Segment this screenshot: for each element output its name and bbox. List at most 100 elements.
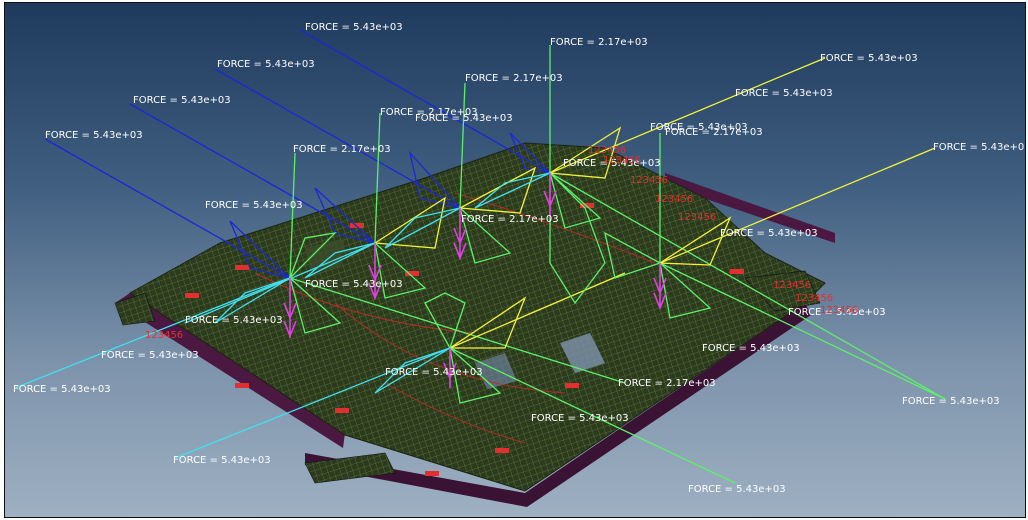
force-label: FORCE = 5.43e+03 [173, 455, 271, 466]
node-labels: 123456 123456 123456 123456 123456 12345… [145, 145, 858, 341]
node-marker [730, 269, 744, 274]
force-label: FORCE = 2.17e+03 [618, 378, 716, 389]
force-line [659, 147, 936, 264]
force-label: FORCE = 5.43e+03 [933, 142, 1025, 153]
constraint-symbol [543, 173, 557, 218]
force-label: FORCE = 5.43e+03 [101, 350, 199, 361]
mesh-side-wall [665, 173, 835, 243]
force-label: FORCE = 5.43e+03 [305, 22, 403, 33]
mesh-side-wall [115, 293, 345, 448]
node-marker [185, 293, 199, 298]
force-label: FORCE = 5.43e+03 [735, 88, 833, 99]
mesh-flange [304, 452, 396, 484]
force-line [214, 68, 461, 209]
node-marker [235, 383, 249, 388]
arrowhead [474, 172, 551, 209]
arrowhead [458, 206, 512, 264]
constraint-symbol [453, 208, 467, 261]
force-line [549, 172, 946, 400]
force-label: FORCE = 5.43e+03 [185, 315, 283, 326]
force-label: FORCE = 5.43e+03 [720, 228, 818, 239]
force-line [129, 103, 376, 244]
arrowhead [424, 292, 466, 350]
constraint-symbol [368, 243, 382, 301]
force-label: FORCE = 2.17e+03 [665, 127, 763, 138]
force-arrowheads [214, 126, 732, 404]
force-line [174, 347, 451, 459]
force-label: FORCE = 5.43e+03 [788, 307, 886, 318]
node-label: 123456 [795, 293, 833, 304]
force-line [14, 277, 291, 389]
force-line [299, 29, 551, 174]
arrowhead [548, 126, 622, 179]
force-label: FORCE = 2.17e+03 [461, 214, 559, 225]
arrowhead [289, 232, 337, 279]
node-marker [350, 223, 364, 228]
force-line [449, 272, 626, 349]
arrowhead [304, 242, 376, 279]
arrowhead [657, 216, 732, 266]
arrowhead [374, 347, 451, 394]
force-label: FORCE = 5.43e+03 [217, 59, 315, 70]
fe-model-scene: FORCE = 5.43e+03 FORCE = 2.17e+03 FORCE … [13, 22, 1025, 507]
constraint-symbol [283, 278, 297, 339]
mesh-flange [114, 292, 156, 326]
arrowhead [374, 241, 427, 299]
force-line [44, 138, 291, 279]
force-label: FORCE = 5.43e+03 [902, 396, 1000, 407]
force-label: FORCE = 5.43e+03 [133, 95, 231, 106]
arrowhead [408, 150, 462, 210]
arrowhead [447, 296, 527, 349]
node-label: 123456 [588, 145, 626, 156]
node-marker [335, 408, 349, 413]
force-label: FORCE = 2.17e+03 [380, 107, 478, 118]
arrowhead [373, 196, 446, 249]
arrowhead [314, 187, 376, 244]
node-label: 123456 [678, 212, 716, 223]
force-label: FORCE = 5.43e+03 [702, 343, 800, 354]
arrowhead [229, 220, 293, 280]
force-label: FORCE = 5.43e+03 [305, 279, 403, 290]
arrowhead [509, 132, 552, 175]
force-line [184, 242, 376, 324]
force-line [289, 277, 626, 384]
node-label: 123456 [655, 194, 693, 205]
arrowhead [214, 277, 291, 324]
force-label: FORCE = 5.43e+03 [385, 367, 483, 378]
arrowhead [449, 346, 502, 404]
node-label: 123456 [773, 280, 811, 291]
force-label: FORCE = 5.43e+03 [13, 384, 111, 395]
node-marker [425, 471, 439, 476]
node-label: 123456 [820, 305, 858, 316]
arrowhead [659, 261, 712, 319]
force-label: FORCE = 2.17e+03 [550, 37, 648, 48]
force-label: FORCE = 5.43e+03 [563, 158, 661, 169]
force-label: FORCE = 2.17e+03 [465, 73, 563, 84]
force-line [449, 347, 736, 484]
graphics-viewport[interactable]: FORCE = 5.43e+03 FORCE = 2.17e+03 FORCE … [4, 2, 1026, 518]
mesh-top-surface [129, 142, 826, 492]
arrowhead [384, 207, 461, 249]
force-line [659, 262, 946, 400]
force-label: FORCE = 5.43e+03 [415, 113, 513, 124]
arrowhead [457, 166, 537, 214]
force-label: FORCE = 5.43e+03 [45, 130, 143, 141]
force-line [459, 82, 466, 209]
node-marker [405, 271, 419, 276]
arrowhead [604, 231, 662, 279]
arrowhead [548, 171, 602, 229]
force-vectors [14, 29, 946, 484]
force-line [549, 57, 826, 174]
constraint-symbol [443, 348, 457, 388]
force-line [289, 152, 296, 279]
force-label: FORCE = 5.43e+03 [531, 413, 629, 424]
force-label: FORCE = 5.43e+03 [650, 122, 748, 133]
mesh-cutout [560, 333, 605, 373]
node-marker [235, 265, 249, 270]
force-line [374, 112, 381, 244]
node-marker [565, 383, 579, 388]
node-marker [495, 448, 509, 453]
constraint-symbol [653, 263, 667, 311]
constraint-symbols [283, 173, 667, 388]
arrowhead [549, 171, 606, 305]
